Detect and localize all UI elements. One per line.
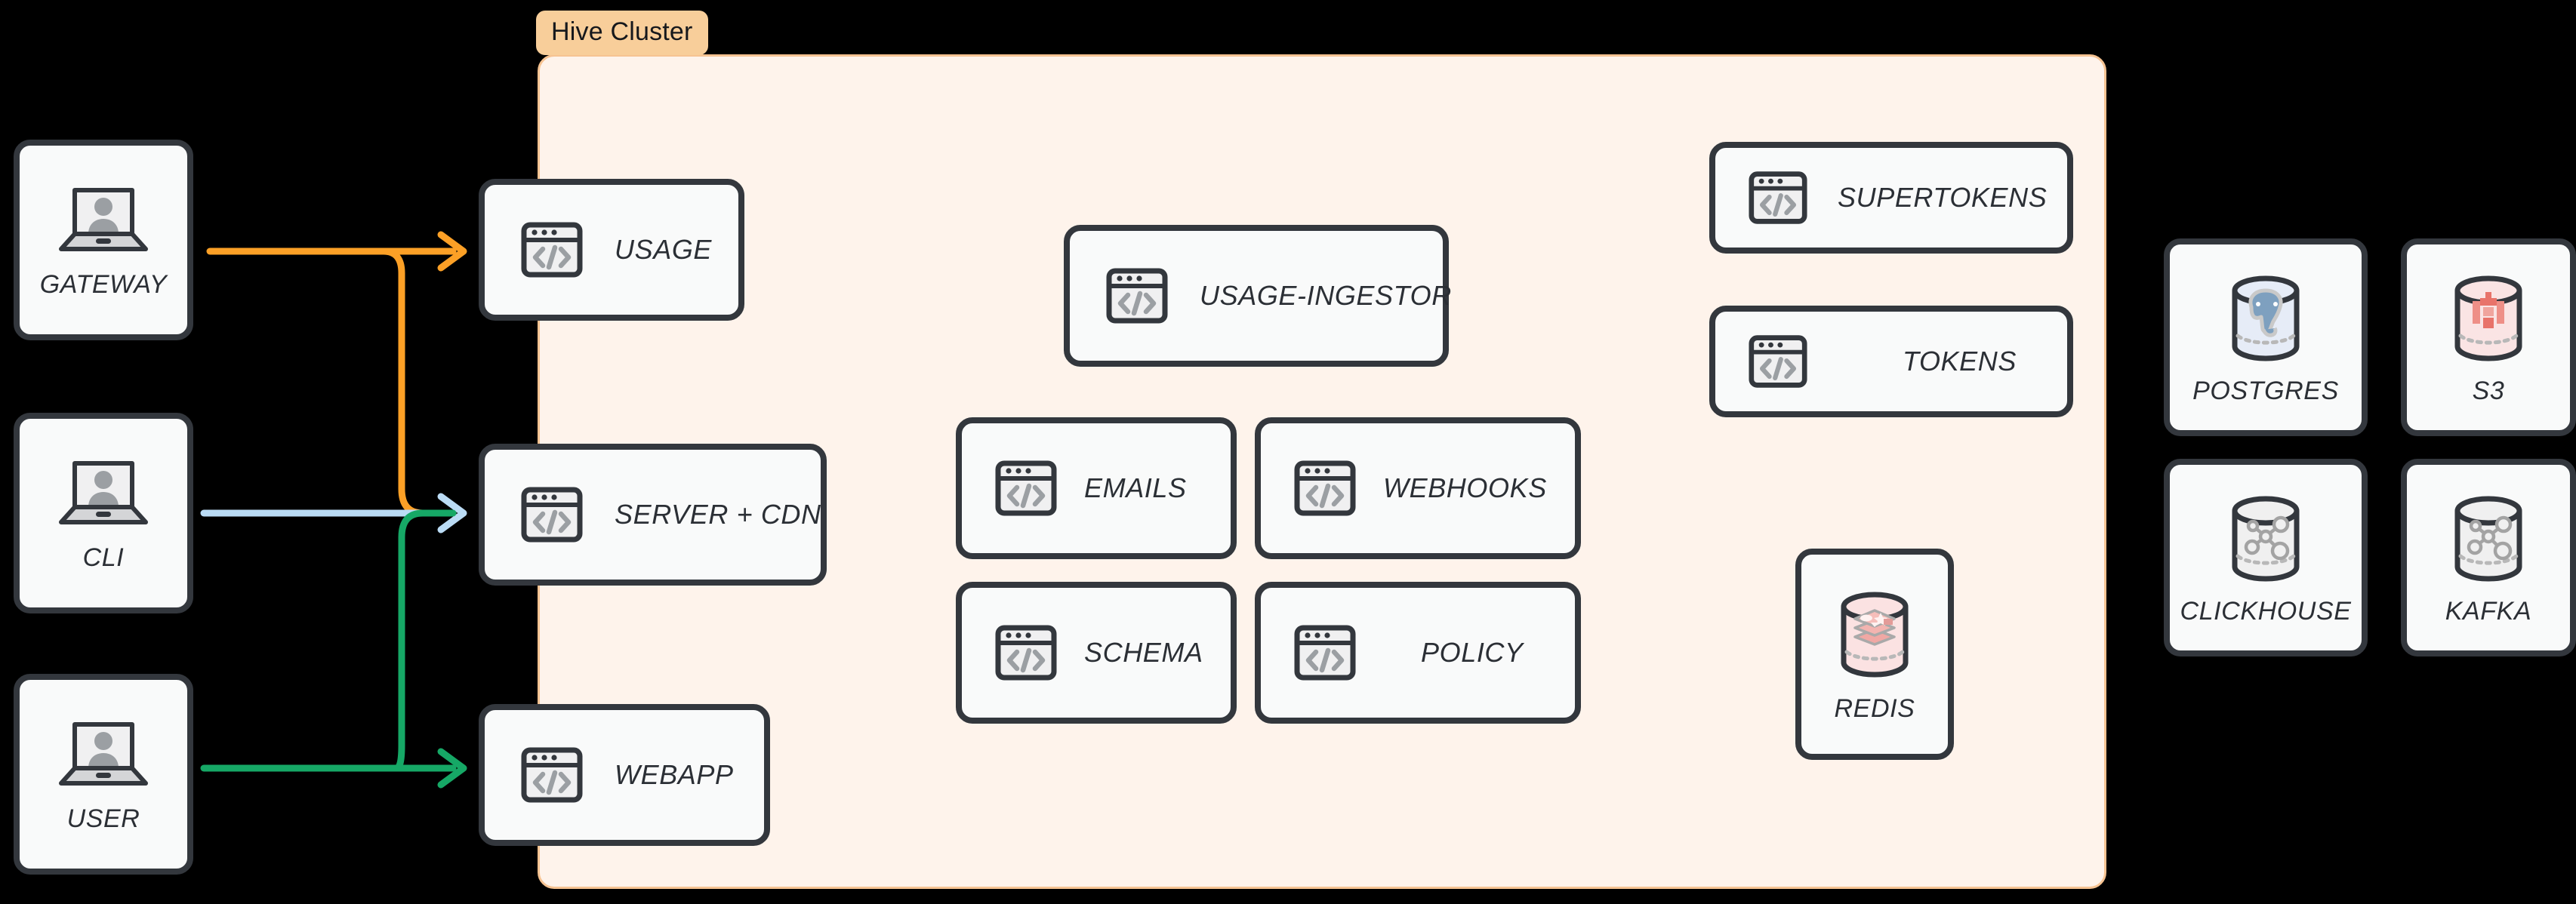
code-window-icon xyxy=(521,484,583,546)
code-window-icon xyxy=(995,622,1057,684)
service-node-supertokens[interactable]: SUPERTOKENS xyxy=(1709,142,2073,254)
datastore-label: CLICKHOUSE xyxy=(2180,597,2352,626)
datastore-node-clickhouse[interactable]: CLICKHOUSE xyxy=(2164,459,2368,656)
client-node-gateway[interactable]: GATEWAY xyxy=(14,140,193,340)
service-label: WEBHOOKS xyxy=(1383,472,1547,503)
datastore-label: KAFKA xyxy=(2445,597,2532,626)
edge-gateway-server-cdn xyxy=(380,248,457,517)
code-window-icon xyxy=(1106,265,1168,327)
edge-cli-server-cdn xyxy=(200,493,467,533)
client-label: CLI xyxy=(82,543,125,572)
datastore-label: REDIS xyxy=(1834,694,1915,723)
laptop-user-icon xyxy=(55,183,152,255)
datastore-node-postgres[interactable]: POSTGRES xyxy=(2164,238,2368,436)
database-s3-icon xyxy=(2444,271,2533,361)
database-nodes-icon xyxy=(2221,491,2310,582)
service-node-tokens[interactable]: TOKENS xyxy=(1709,306,2073,417)
edge-user-server-cdn xyxy=(393,509,457,772)
service-node-usage[interactable]: USAGE xyxy=(479,179,744,321)
service-node-schema[interactable]: SCHEMA xyxy=(956,582,1237,724)
laptop-user-icon xyxy=(55,456,152,528)
datastore-node-kafka[interactable]: KAFKA xyxy=(2401,459,2576,656)
service-node-emails[interactable]: EMAILS xyxy=(956,417,1237,559)
service-node-webapp[interactable]: WEBAPP xyxy=(479,704,770,846)
edge-gateway-usage xyxy=(206,231,467,272)
code-window-icon xyxy=(1294,622,1356,684)
code-window-icon xyxy=(995,457,1057,519)
database-postgres-icon xyxy=(2221,271,2310,361)
code-window-icon xyxy=(1749,332,1807,391)
service-node-policy[interactable]: POLICY xyxy=(1255,582,1581,724)
service-node-server-cdn[interactable]: SERVER + CDN xyxy=(479,444,827,586)
service-label: POLICY xyxy=(1421,637,1524,668)
laptop-user-icon xyxy=(55,717,152,789)
service-label: SUPERTOKENS xyxy=(1838,182,2048,213)
datastore-node-redis[interactable]: REDIS xyxy=(1795,549,1954,760)
service-label: TOKENS xyxy=(1903,346,2017,377)
service-label: WEBAPP xyxy=(615,759,734,790)
edge-user-webapp xyxy=(200,748,467,789)
code-window-icon xyxy=(1294,457,1356,519)
code-window-icon xyxy=(521,744,583,806)
service-label: SERVER + CDN xyxy=(615,499,821,530)
service-node-webhooks[interactable]: WEBHOOKS xyxy=(1255,417,1581,559)
datastore-label: POSTGRES xyxy=(2192,377,2339,405)
service-label: EMAILS xyxy=(1084,472,1187,503)
datastore-label: S3 xyxy=(2472,377,2505,405)
database-nodes-icon xyxy=(2444,491,2533,582)
database-redis-icon xyxy=(1830,587,1919,679)
client-node-user[interactable]: USER xyxy=(14,674,193,875)
client-label: USER xyxy=(66,804,140,833)
client-label: GATEWAY xyxy=(39,270,168,299)
service-label: USAGE-INGESTOR xyxy=(1200,280,1452,311)
service-label: USAGE xyxy=(615,234,713,265)
hive-cluster-badge: Hive Cluster xyxy=(536,11,708,55)
code-window-icon xyxy=(521,219,583,281)
code-window-icon xyxy=(1749,168,1807,227)
client-node-cli[interactable]: CLI xyxy=(14,413,193,613)
service-label: SCHEMA xyxy=(1084,637,1203,668)
service-node-usage-ingestor[interactable]: USAGE-INGESTOR xyxy=(1064,225,1452,367)
datastore-node-s3[interactable]: S3 xyxy=(2401,238,2576,436)
